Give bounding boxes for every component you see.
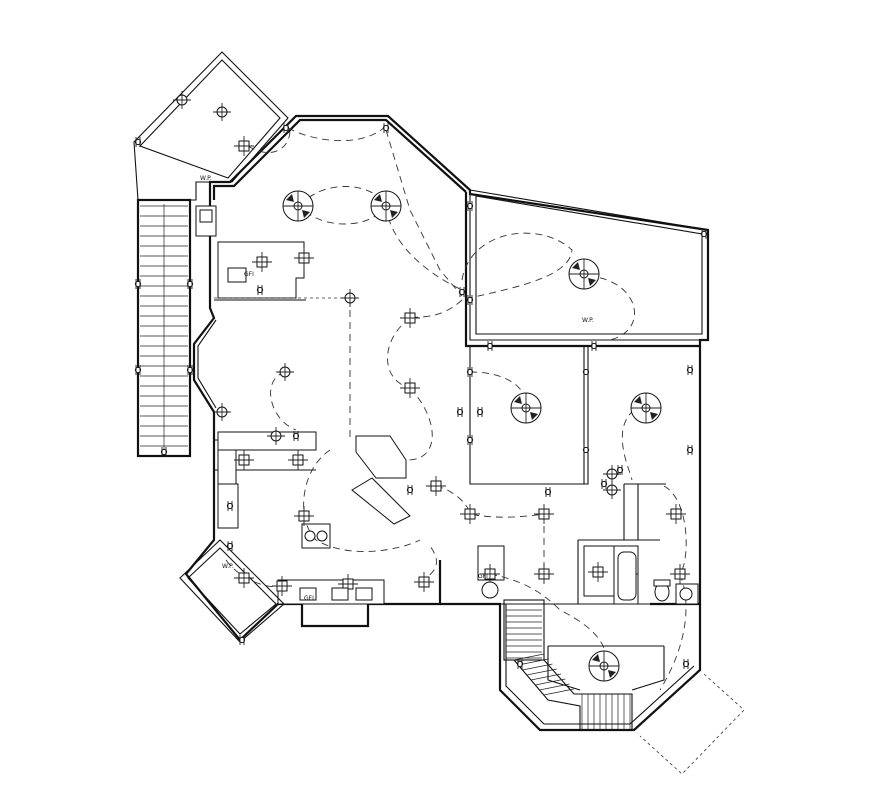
wall-light-icon — [603, 481, 621, 499]
ceiling-lights — [234, 136, 690, 596]
outlet-icon — [226, 501, 234, 511]
outlet-icon — [226, 541, 234, 551]
outlet-icon — [292, 431, 300, 441]
plumbing-fixtures — [199, 209, 693, 602]
outlet-icon — [600, 479, 608, 489]
outlet-icon — [682, 659, 690, 669]
ceiling-fan-icon — [370, 190, 402, 222]
ceiling-fan-icon — [282, 190, 314, 222]
ceiling-light-icon — [480, 564, 500, 584]
outlet-icon — [238, 635, 246, 645]
ceiling-fan-icon — [630, 392, 662, 424]
label-gfi-center: GFI — [478, 573, 488, 580]
outlet-icon — [686, 365, 694, 375]
outlet-icon — [406, 485, 414, 495]
outlet-icon — [134, 279, 142, 289]
wall-light-icon — [267, 427, 285, 445]
outlet-icon — [466, 295, 474, 305]
wall-light-icon — [213, 103, 231, 121]
ceiling-fan-icon — [588, 650, 620, 682]
outlet-icon — [686, 445, 694, 455]
wall-light-icon — [341, 289, 359, 307]
outlet-icon — [590, 341, 598, 351]
outlet-icon — [134, 137, 142, 147]
ceiling-light-icon — [400, 308, 420, 328]
outlet-icon — [582, 445, 590, 455]
wall-light-icon — [173, 91, 191, 109]
text-labels: W.P. GFI W.P. GFI W.P. GFI — [200, 175, 594, 602]
wall-lights — [173, 91, 621, 499]
outlet-icon — [282, 123, 290, 133]
outlet-icon — [466, 367, 474, 377]
ceiling-light-icon — [534, 504, 554, 524]
outlet-icon — [256, 285, 264, 295]
ceiling-fans — [282, 190, 662, 682]
ceiling-light-icon — [294, 248, 314, 268]
left-exterior-stair — [136, 198, 192, 458]
label-wp-right: W.P. — [582, 317, 594, 324]
ceiling-light-icon — [670, 564, 690, 584]
ceiling-light-icon — [414, 572, 434, 592]
outlet-icon — [544, 487, 552, 497]
ceiling-light-icon — [234, 568, 254, 588]
outlet-icon — [582, 367, 590, 377]
ceiling-light-icon — [534, 564, 554, 584]
ceiling-light-icon — [294, 506, 314, 526]
cabinets — [195, 205, 699, 605]
ceiling-light-icon — [234, 450, 254, 470]
ceiling-light-icon — [400, 378, 420, 398]
interior-walls — [214, 192, 700, 691]
ceiling-light-icon — [666, 504, 686, 524]
outlet-icon — [486, 341, 494, 351]
bottom-left-deck — [179, 539, 285, 643]
ceiling-light-icon — [460, 504, 480, 524]
outlets — [134, 123, 708, 669]
ceiling-fan-icon — [510, 392, 542, 424]
label-gfi-upper: GFI — [244, 271, 254, 278]
outlet-icon — [160, 447, 168, 457]
outlet-icon — [456, 407, 464, 417]
label-gfi-bottom: GFI — [304, 595, 314, 602]
ceiling-fan-icon — [568, 258, 600, 290]
wall-light-icon — [276, 363, 294, 381]
ceiling-light-icon — [588, 562, 608, 582]
outlet-icon — [134, 365, 142, 375]
outlet-icon — [476, 407, 484, 417]
outlet-icon — [186, 365, 194, 375]
ceiling-light-icon — [234, 136, 254, 156]
wall-light-icon — [213, 403, 231, 421]
outlet-icon — [466, 201, 474, 211]
outlet-icon — [700, 229, 708, 239]
outlet-icon — [516, 659, 524, 669]
right-porch — [469, 189, 745, 775]
outlet-icon — [466, 435, 474, 445]
center-stair — [503, 599, 633, 730]
ceiling-light-icon — [288, 450, 308, 470]
ceiling-light-icon — [272, 576, 292, 596]
ceiling-light-icon — [252, 252, 272, 272]
outlet-icon — [382, 123, 390, 133]
outlet-icon — [186, 279, 194, 289]
outlet-icon — [458, 287, 466, 297]
label-wp-bottom-left: W.P. — [222, 563, 234, 570]
outlet-icon — [616, 465, 624, 475]
ceiling-light-icon — [426, 476, 446, 496]
exterior-walls — [184, 114, 710, 732]
label-wp-top-left: W.P. — [200, 175, 212, 182]
